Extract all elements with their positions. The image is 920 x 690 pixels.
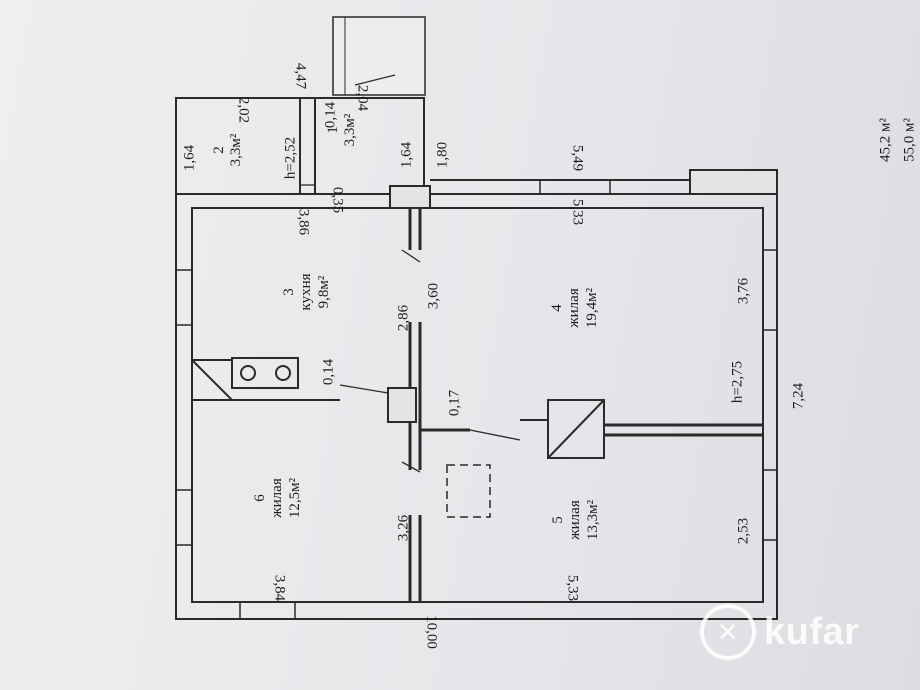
room-6-label: 6 жилая 12,5м² <box>252 478 304 518</box>
room-2-area: 3,3м² <box>228 133 244 167</box>
dim-533-b: 5,33 <box>564 574 581 602</box>
room-2-number: 2 <box>210 146 227 154</box>
dim-386: 3,86 <box>295 208 312 236</box>
dim-384: 3,84 <box>271 574 288 602</box>
dim-h252: h=2,52 <box>282 136 299 180</box>
dim-202: 2,02 <box>235 96 252 124</box>
room-5-area: 13,3м² <box>584 499 601 541</box>
room-2-label: 2 3,3м² <box>211 134 246 167</box>
room-4-area: 19,4м² <box>583 287 600 329</box>
room-3-number: 3 <box>281 288 298 296</box>
room-3-type: кухня <box>298 273 315 311</box>
dim-326: 3,26 <box>395 514 412 542</box>
dim-014-a: 0,14 <box>322 101 339 129</box>
room-4-type: жилая <box>566 288 583 328</box>
room-3-area: 9,8м² <box>315 275 332 309</box>
room-5-type: жилая <box>567 500 584 540</box>
room-5-label: 5 жилая 13,3м² <box>550 500 602 540</box>
trapdoor <box>446 464 491 518</box>
stove <box>231 357 299 389</box>
dim-h275: h=2,75 <box>729 360 746 404</box>
total-area-2: 55,0 м² <box>901 118 918 162</box>
kufar-watermark: ✕ kufar <box>700 604 859 660</box>
dim-180: 1,80 <box>434 141 451 169</box>
dim-253: 2,53 <box>735 517 752 545</box>
room-6-area: 12,5м² <box>286 477 303 519</box>
room-4-number: 4 <box>549 304 566 312</box>
dim-035: 0,35 <box>329 186 346 214</box>
dim-286: 2,86 <box>395 304 412 332</box>
room-3-label: 3 кухня 9,8м² <box>281 273 333 310</box>
outer-wall-outer <box>175 193 778 620</box>
room-4-label: 4 жилая 19,4м² <box>549 288 601 328</box>
kufar-watermark-text: kufar <box>764 610 860 653</box>
dim-164-b: 1,64 <box>398 141 415 169</box>
room-1-area: 3,3м² <box>342 113 358 147</box>
dim-376: 3,76 <box>735 277 752 305</box>
outer-wall-inner <box>191 207 764 603</box>
room-6-type: жилая <box>269 478 286 518</box>
dim-014-b: 0,14 <box>320 358 337 386</box>
room-5-number: 5 <box>550 516 567 524</box>
dim-164-a: 1,64 <box>181 144 198 172</box>
entrance-steps <box>332 16 426 96</box>
room-6-number: 6 <box>252 494 269 502</box>
dim-447: 4,47 <box>292 62 309 90</box>
dim-1000: 10,00 <box>423 615 440 649</box>
dim-360: 3,60 <box>425 282 442 310</box>
total-area: 45,2 м² <box>877 118 894 162</box>
dim-533-a: 5,33 <box>569 198 586 226</box>
dim-724: 7,24 <box>790 382 807 410</box>
dim-017: 0,17 <box>446 389 463 417</box>
dim-204: 2,04 <box>354 84 371 112</box>
dim-549: 5,49 <box>569 144 586 172</box>
kufar-logo-icon: ✕ <box>700 604 756 660</box>
heater <box>547 399 605 459</box>
